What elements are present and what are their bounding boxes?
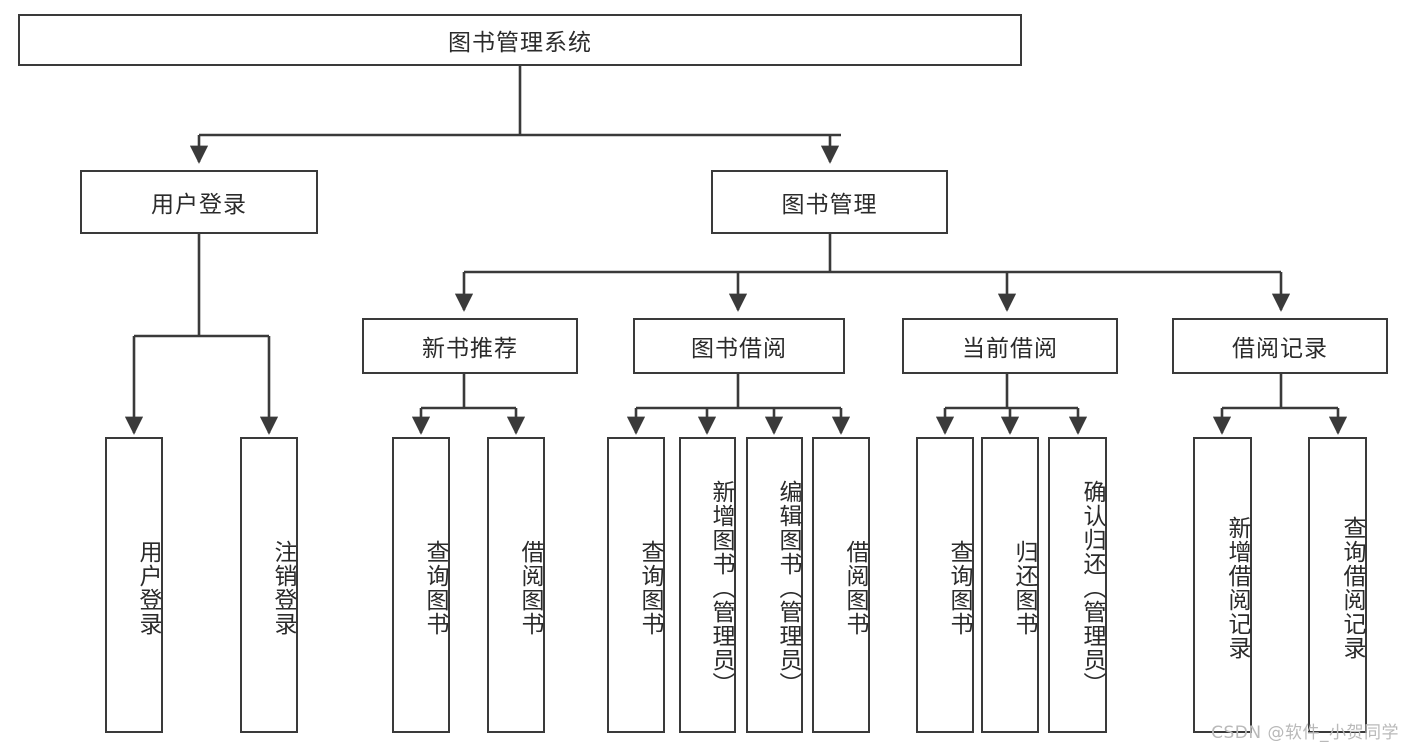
node-book-management-system[interactable]: 图书管理系统 [18,14,1022,66]
node-label: 归还图书 [1011,540,1037,636]
leaf-query-borrow-record[interactable]: 查询借阅记录 [1308,437,1367,733]
leaf-query-book-recommend[interactable]: 查询图书 [392,437,450,733]
leaf-add-book[interactable]: 新增图书（管理员） [679,437,736,733]
watermark: CSDN @软件_小贺同学 [1211,723,1399,743]
node-label: 查询借阅记录 [1339,516,1365,660]
node-label: 当前借阅 [962,336,1058,362]
node-new-book-recommend[interactable]: 新书推荐 [362,318,578,374]
node-label: 用户登录 [135,540,161,636]
node-label: 查询图书 [422,540,448,636]
node-label: 注销登录 [270,540,296,636]
node-current-borrow[interactable]: 当前借阅 [902,318,1118,374]
leaf-return-book[interactable]: 归还图书 [981,437,1039,733]
node-label: 图书管理 [781,192,878,218]
node-label: 编辑图书（管理员） [775,480,801,696]
node-label: 新增图书（管理员） [708,480,734,696]
node-label: 查询图书 [637,540,663,636]
node-user-login[interactable]: 用户登录 [80,170,318,234]
node-label: 用户登录 [151,192,247,218]
leaf-query-book-borrow[interactable]: 查询图书 [607,437,665,733]
node-borrow-record[interactable]: 借阅记录 [1172,318,1388,374]
node-label: 新增借阅记录 [1224,516,1250,660]
leaf-confirm-return[interactable]: 确认归还（管理员） [1048,437,1107,733]
leaf-query-book-current[interactable]: 查询图书 [916,437,974,733]
leaf-user-login[interactable]: 用户登录 [105,437,163,733]
node-label: 图书借阅 [691,336,787,362]
node-label: 借阅记录 [1232,336,1328,362]
node-label: 借阅图书 [842,540,868,636]
node-label: 确认归还（管理员） [1079,480,1105,696]
node-book-management[interactable]: 图书管理 [711,170,948,234]
leaf-add-borrow-record[interactable]: 新增借阅记录 [1193,437,1252,733]
leaf-edit-book[interactable]: 编辑图书（管理员） [746,437,803,733]
leaf-borrow-book[interactable]: 借阅图书 [812,437,870,733]
leaf-borrow-book-recommend[interactable]: 借阅图书 [487,437,545,733]
node-label: 新书推荐 [422,336,518,362]
leaf-logout-login[interactable]: 注销登录 [240,437,298,733]
node-book-borrow[interactable]: 图书借阅 [633,318,845,374]
node-label: 借阅图书 [517,540,543,636]
node-label: 查询图书 [946,540,972,636]
node-label: 图书管理系统 [448,30,592,56]
